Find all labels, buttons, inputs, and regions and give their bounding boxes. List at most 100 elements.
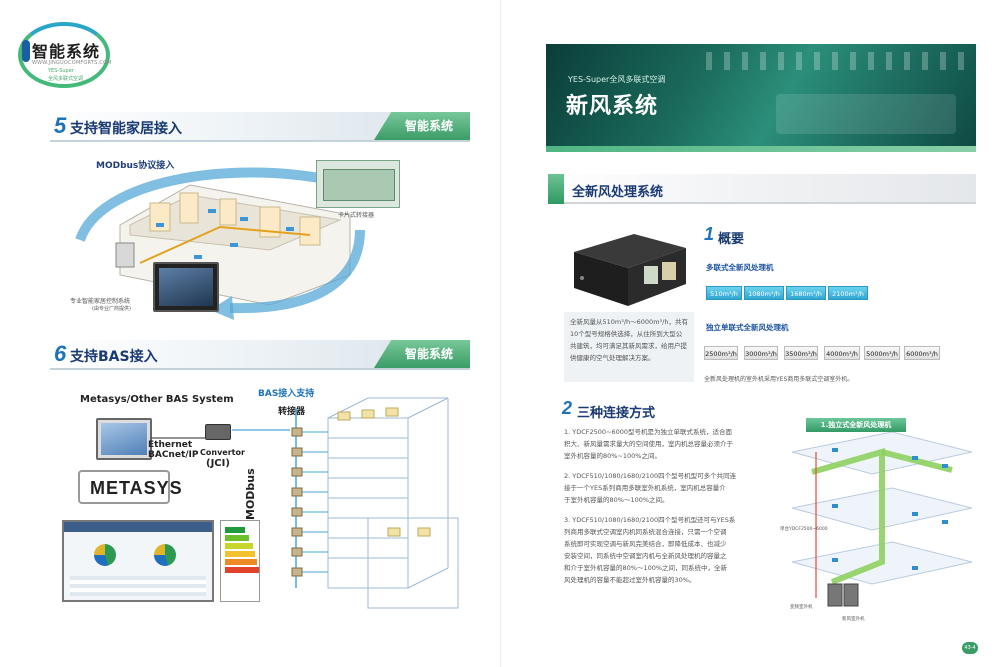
dashboard-table [70,576,206,596]
multi-chip: 1080m³/h [744,286,784,300]
para-3-line: 列商用多联式空调室内机同系统混合连接，只需一个空调 [564,528,727,536]
connection-paragraphs: 1. YDCF2500~6000型号机是为独立单联式系统，适合面 积大、新风量需… [564,426,764,586]
monitor-screen [101,423,147,455]
multi-capacity-chips: 510m³/h 1080m³/h 1680m³/h 2100m³/h [706,286,906,300]
ethernet-label: Ethernet [148,440,193,450]
single-unit-title: 独立单联式全新风处理机 [706,323,789,332]
energy-bar-b [225,535,249,541]
single-capacity-chips: 2500m³/h 3000m³/h 3500m³/h 4000m³/h 5000… [704,346,944,360]
single-chip: 3000m³/h [744,346,778,360]
panel-label: 专业智能家居控制系统 [70,298,131,305]
logo-ring [18,22,110,88]
bas-monitor-image [96,418,152,460]
diagram-badge: 1.独立式全新风处理机 [806,418,906,432]
fresh-air-banner: 全新风处理系统 [548,174,976,204]
multi-chip: 1680m³/h [786,286,826,300]
fresh-air-banner-title: 全新风处理系统 [572,185,664,200]
hero-ceiling-lights [706,52,966,70]
connect-title: 三种连接方式 [577,406,656,421]
para-2-line: 2. YDCF510/1080/1680/2100四个型号机型可多个共同连 [564,472,737,480]
panel-sublabel: (由专业厂商提供) [92,306,131,312]
dashboard-titlebar [64,522,212,532]
convertor-label: Convertor [200,448,245,457]
energy-bar-d [225,551,255,557]
energy-bar-e [225,559,257,565]
section-6-tag: 智能系统 [374,340,470,368]
overview-number: 1 [704,224,715,244]
unit-description-box: 全新风量从510m³/h～6000m³/h，共有10个型号规格供选择，从住所到大… [564,312,694,382]
jci-label: (JCI) [206,458,230,469]
para-3-line: 系统即可实现空调与新风完美结合，即降低成本、也减少 [564,540,727,548]
para-3-line: 风处理机的容量不能超过室外机容量的30%。 [564,576,696,584]
section-5-tag: 智能系统 [374,112,470,140]
dashboard-pie-2 [154,544,176,566]
hero-subtitle: YES-Super全风多联式空调 [568,75,666,84]
standalone-unit-diagram [791,431,973,607]
overview-title: 概要 [718,232,745,247]
logo-mark-icon [22,40,30,62]
para-1-line: 室外机容量的80%~100%之间。 [564,452,661,460]
multi-chip: 2100m³/h [828,286,868,300]
energy-bar-f [225,567,259,573]
single-chip: 5000m³/h [864,346,900,360]
bas-dashboard-screenshot [62,520,214,602]
adapter-label: 转接器 [278,407,306,417]
para-1-line: 积大、新风量需求量大的空间使用，室内机总容量必须介于 [564,440,733,448]
dashboard-pie-1 [94,544,116,566]
para-2-line: 于室外机容量的80%～100%之间。 [564,496,669,504]
converter-device-icon [205,424,231,440]
diagram-label-1: 单台YDCF2500~6000 [780,527,828,532]
metasys-logo: METASYS [78,470,182,504]
panel-screen [159,268,213,306]
bacnet-label: BACnet/IP [148,450,199,460]
single-chip: 2500m³/h [704,346,738,360]
energy-rating-panel [220,520,260,602]
section-6-banner: 6 支持BAS接入 智能系统 [50,340,470,370]
bas-system-title: Metasys/Other BAS System [80,394,234,405]
multi-chip: 510m³/h [706,286,742,300]
card-adapter-label: 卡片式转接器 [338,212,375,219]
section-5-number: 5 [54,113,67,138]
logo-name: 智能系统 [32,42,101,61]
para-3-line: 3. YDCF510/1080/1680/2100四个型号机型还可与YES系 [564,516,736,524]
logo-url: WWW.JINGUOCOMFORTS.COM [32,60,112,66]
single-chip: 3500m³/h [784,346,818,360]
energy-bar-a [225,527,245,533]
control-panel-image [153,262,219,312]
hero-title: 新风系统 [566,94,659,119]
section-5-banner: 5 支持智能家居接入 智能系统 [50,112,470,142]
hero-banner: YES-Super全风多联式空调 新风系统 [546,44,976,146]
para-3-line: 和介于室外机容量的80%～100%之间，同系统中，全新 [564,564,728,572]
page-number: 43-4 [962,642,978,654]
brand-logo: 智能系统 WWW.JINGUOCOMFORTS.COM YES-Super 全风… [18,22,112,88]
section-6-title: 支持BAS接入 [70,349,158,365]
section-5-title: 支持智能家居接入 [70,121,182,137]
card-circuit [323,169,395,201]
outdoor-unit-note: 全新风处理机的室外机采用YES商用多联式空调室外机。 [704,376,854,383]
logo-line1: YES-Super [48,68,74,74]
fresh-air-unit-image [574,234,686,306]
bas-building-diagram [291,397,459,609]
metasys-logo-text: METASYS [90,478,183,498]
hero-accent-bar [546,146,976,152]
card-adapter-image [316,160,400,208]
logo-line2: 全风多联式空调 [48,76,84,82]
section-6-number: 6 [54,341,67,366]
modbus-protocol-label: MODbus协议接入 [96,161,175,171]
para-1-line: 1. YDCF2500~6000型号机是为独立单联式系统，适合面 [564,428,733,436]
para-2-line: 接于一个YES系列商用多联室外机系统，室内机总容量介 [564,484,726,492]
connect-number: 2 [562,398,573,418]
single-chip: 6000m³/h [904,346,940,360]
banner-accent-mark [548,174,564,204]
diagram-label-2: 变频室外机 [790,605,813,610]
diagram-label-3: 新风室外机 [842,617,865,622]
single-chip: 4000m³/h [824,346,860,360]
energy-bar-c [225,543,253,549]
bas-support-label: BAS接入支持 [258,389,315,399]
network-lines [150,429,290,439]
unit-description: 全新风量从510m³/h～6000m³/h，共有10个型号规格供选择，从住所到大… [570,318,688,362]
modbus-vertical-label: MODbus [244,468,257,520]
multi-unit-title: 多联式全新风处理机 [706,263,774,272]
hero-sofa-shape [776,94,956,134]
para-3-line: 安装空间，同系统中空调室内机与全新风处理机的容量之 [564,552,727,560]
